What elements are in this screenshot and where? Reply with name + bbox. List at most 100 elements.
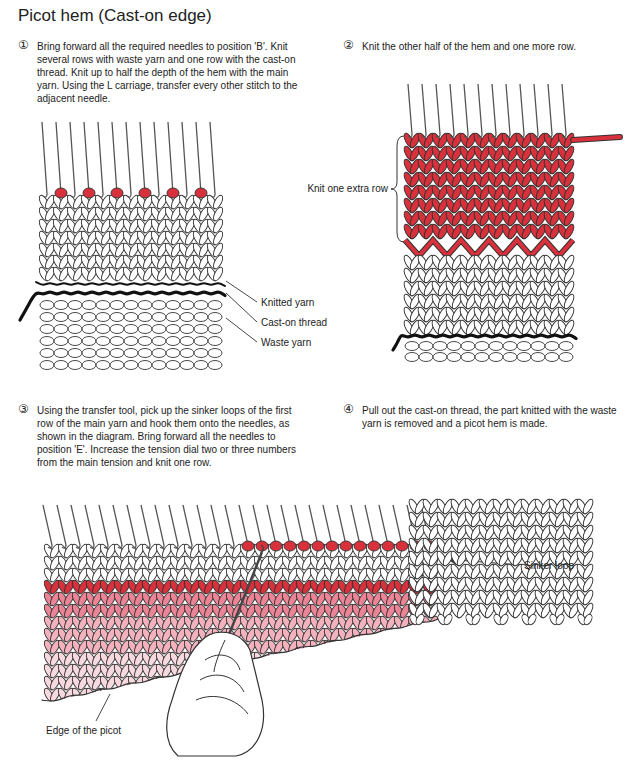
waste-yarn-loop: [208, 301, 222, 310]
stitch-leg: [427, 663, 440, 679]
stitch-leg: [287, 675, 300, 691]
stitch-leg: [399, 651, 412, 667]
machine-needle: [126, 122, 131, 197]
stitch-leg: [406, 651, 419, 667]
waste-yarn-loop: [82, 325, 96, 334]
machine-needle: [408, 84, 412, 137]
stitch-leg: [126, 687, 139, 703]
machine-needle: [478, 84, 482, 137]
stitch-leg: [371, 675, 384, 691]
stitch-leg: [329, 675, 342, 691]
waste-yarn-loop: [124, 325, 138, 334]
machine-needle: [436, 84, 440, 137]
stitch-leg: [336, 639, 349, 655]
waste-yarn-loop: [194, 313, 208, 322]
stitch-leg: [427, 627, 440, 643]
stitch-leg: [392, 651, 405, 667]
transferred-loop: [111, 188, 123, 198]
waste-yarn-loop: [138, 361, 152, 370]
stitch-leg: [385, 663, 398, 679]
hem-stitch: [556, 223, 576, 240]
stitch-leg: [266, 663, 279, 679]
waste-yarn-loop: [82, 361, 96, 370]
hem-stitch: [294, 687, 313, 703]
waste-yarn-loop: [405, 353, 419, 362]
stitch-leg: [364, 675, 377, 691]
machine-needle: [154, 122, 159, 197]
waste-yarn-loop: [110, 313, 124, 322]
stitch-leg: [212, 230, 225, 246]
waste-yarn-loop: [96, 337, 110, 346]
stitch-leg: [357, 675, 370, 691]
stitch-leg: [350, 675, 363, 691]
machine-needle: [210, 122, 215, 197]
stitch-leg: [364, 639, 377, 655]
waste-yarn-loop: [138, 337, 152, 346]
waste-yarn-loop: [40, 325, 54, 334]
stitch-leg: [364, 651, 377, 667]
waste-yarn-loop: [531, 353, 545, 362]
waste-yarn-loop: [124, 337, 138, 346]
stitch-leg: [357, 663, 370, 679]
hem-stitch: [406, 651, 425, 667]
machine-needle: [492, 84, 496, 137]
stitch-leg: [420, 639, 433, 655]
stitch-leg: [315, 675, 328, 691]
stitch-leg: [315, 651, 328, 667]
transferred-loop: [139, 188, 151, 198]
picot-row: [405, 240, 573, 256]
waste-yarn-loop: [68, 349, 82, 358]
stitch-leg: [322, 675, 335, 691]
waste-yarn-loop: [124, 349, 138, 358]
machine-needle: [70, 122, 75, 197]
stitch-leg: [294, 687, 307, 703]
machine-needle: [520, 84, 524, 137]
stitch-leg: [392, 663, 405, 679]
hem-stitch: [350, 663, 369, 679]
waste-yarn-loop: [138, 301, 152, 310]
stitch-leg: [280, 663, 293, 679]
waste-yarn-loop: [152, 313, 166, 322]
hem-stitch: [308, 675, 327, 691]
waste-yarn-loop: [503, 342, 517, 351]
waste-yarn-loop: [124, 313, 138, 322]
waste-yarn-loop: [419, 342, 433, 351]
hem-stitch: [420, 639, 439, 655]
hem-stitch: [406, 675, 425, 691]
stitch-leg: [413, 639, 426, 655]
waste-yarn-loop: [180, 361, 194, 370]
figure-two: [391, 84, 620, 362]
waste-yarn-loop: [166, 349, 180, 358]
stitch-leg: [378, 675, 391, 691]
hem-stitch: [294, 651, 313, 667]
machine-needle: [42, 122, 47, 197]
hem-stitch: [126, 687, 145, 703]
waste-yarn-loop: [180, 301, 194, 310]
hem-stitch: [140, 687, 159, 703]
stitch-leg: [350, 639, 363, 655]
hem-stitch: [294, 663, 313, 679]
hem-stitch: [420, 627, 439, 643]
waste-yarn-loop: [54, 313, 68, 322]
waste-yarn-loop: [166, 325, 180, 334]
waste-yarn-loop: [517, 342, 531, 351]
waste-yarn-loop: [166, 337, 180, 346]
hem-stitch: [420, 663, 439, 679]
stitch-leg: [308, 651, 321, 667]
stitch-leg: [140, 675, 153, 691]
bracket: [391, 136, 404, 242]
stitch-leg: [287, 687, 300, 703]
stitch-leg: [212, 254, 225, 270]
waste-yarn-loop: [96, 313, 110, 322]
stitch-leg: [399, 675, 412, 691]
machine-needle: [450, 84, 454, 137]
waste-yarn-loop: [96, 349, 110, 358]
stitch-leg: [562, 280, 576, 297]
waste-yarn-loop: [54, 325, 68, 334]
machine-needle: [534, 84, 538, 137]
waste-yarn-loop: [545, 342, 559, 351]
stitch-leg: [406, 627, 419, 643]
waste-yarn-loop: [475, 353, 489, 362]
stitch-leg: [280, 687, 293, 703]
stitch-leg: [212, 266, 225, 282]
